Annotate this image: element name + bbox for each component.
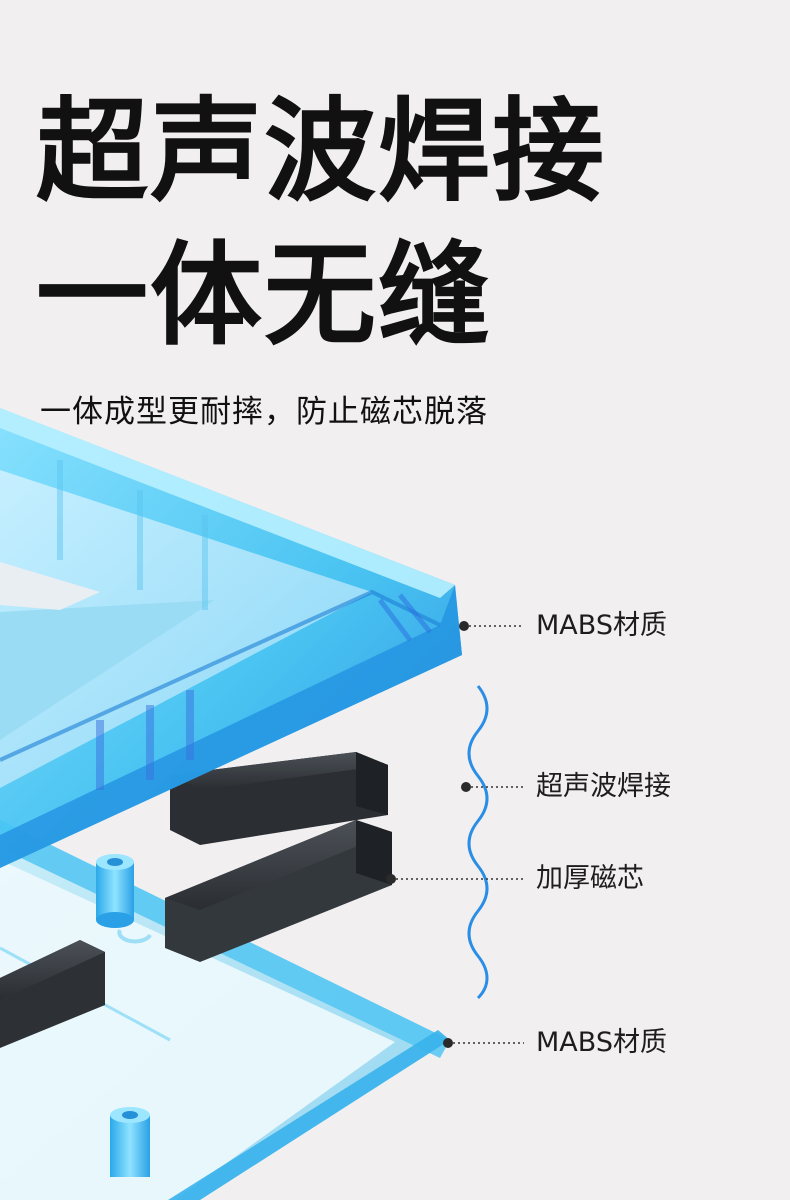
top-frame: [0, 408, 462, 868]
peg-upper: [96, 854, 134, 928]
headline-line-1: 超声波焊接: [36, 87, 606, 217]
callout-leader-4: [443, 1038, 524, 1048]
magnet-rear: [170, 752, 388, 845]
callout-label-mabs-top: MABS材质: [536, 610, 667, 641]
callout-leader-3: [386, 874, 524, 884]
callout-label-ultrasonic: 超声波焊接: [536, 771, 671, 802]
magnet-front: [165, 820, 392, 962]
callout-leader-2: [461, 782, 524, 792]
peg-lower: [110, 1107, 150, 1177]
callout-leader-1: [459, 621, 524, 631]
headline-line-2: 一体无缝: [36, 231, 492, 361]
magnet-left: [0, 940, 105, 1048]
callout-label-mabs-bottom: MABS材质: [536, 1027, 667, 1058]
ultrasonic-wave-icon: [467, 685, 489, 1000]
subtitle: 一体成型更耐摔，防止磁芯脱落: [40, 394, 488, 430]
callout-label-magnet: 加厚磁芯: [536, 863, 644, 894]
